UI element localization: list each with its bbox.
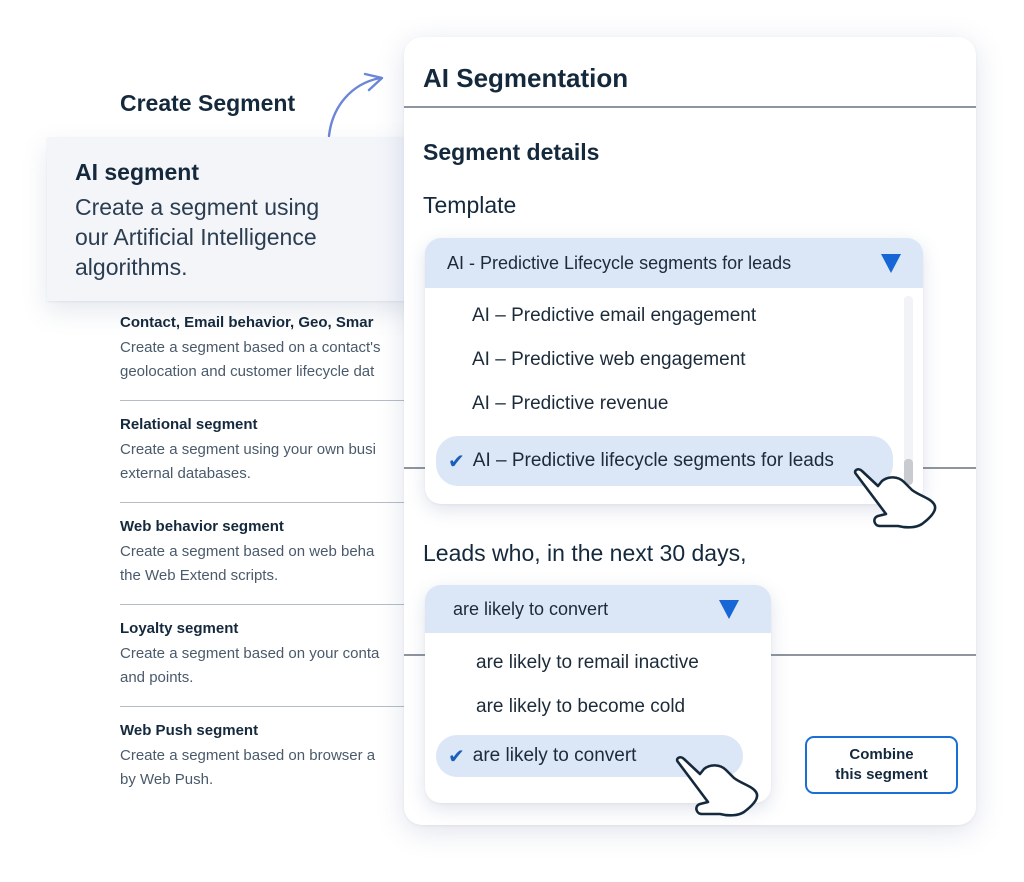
ai-segment-title: AI segment: [75, 159, 199, 185]
button-label-line2: this segment: [835, 766, 928, 783]
ai-segment-description: Create a segment using our Artificial In…: [75, 194, 320, 280]
template-option[interactable]: AI – Predictive web engagement: [425, 338, 923, 382]
segment-option-desc: Create a segment based on your conta: [120, 645, 380, 662]
header-divider: [404, 106, 976, 108]
scrollbar-thumb[interactable]: [904, 459, 913, 485]
template-option[interactable]: AI – Predictive email engagement: [425, 294, 923, 338]
option-label: AI – Predictive revenue: [472, 393, 669, 414]
segment-type-list: Contact, Email behavior, Geo, Smar Creat…: [120, 313, 415, 822]
segment-option-desc: by Web Push.: [120, 771, 214, 788]
segment-option-web-behavior[interactable]: Web behavior segment Create a segment ba…: [120, 517, 415, 605]
dialog-title: AI Segmentation: [423, 63, 629, 93]
template-label: Template: [423, 192, 517, 218]
check-icon: ✔: [448, 745, 465, 768]
ai-segment-card[interactable]: AI segment Create a segment using our Ar…: [47, 137, 427, 301]
segment-option-desc: external databases.: [120, 465, 251, 482]
option-label: are likely to remail inactive: [476, 652, 699, 673]
caret-down-icon[interactable]: [719, 599, 739, 619]
condition-dropdown[interactable]: are likely to convert are likely to rema…: [425, 585, 771, 803]
section-title: Segment details: [423, 139, 600, 165]
segment-option-desc: and points.: [120, 669, 194, 686]
segment-option-desc: Create a segment based on web beha: [120, 543, 375, 560]
template-options-list: AI – Predictive email engagement AI – Pr…: [425, 294, 923, 486]
segment-option-loyalty[interactable]: Loyalty segment Create a segment based o…: [120, 619, 415, 707]
segment-option-web-push[interactable]: Web Push segment Create a segment based …: [120, 721, 415, 808]
segment-option-desc: Create a segment based on browser a: [120, 747, 376, 764]
template-dropdown[interactable]: AI - Predictive Lifecycle segments for l…: [425, 238, 923, 504]
curved-arrow-icon: [327, 72, 384, 138]
segment-option-title: Web Push segment: [120, 722, 259, 739]
combine-segment-button[interactable]: Combine this segment: [805, 736, 958, 794]
template-option[interactable]: AI – Predictive revenue: [425, 382, 923, 426]
template-selected-value: AI - Predictive Lifecycle segments for l…: [447, 252, 792, 273]
ai-segmentation-dialog: AI Segmentation Segment details Template…: [404, 37, 976, 825]
condition-option[interactable]: are likely to remail inactive: [425, 641, 771, 685]
segment-option-desc: Create a segment using your own busi: [120, 441, 376, 458]
segment-option-desc: the Web Extend scripts.: [120, 567, 279, 584]
segment-option-title: Contact, Email behavior, Geo, Smar: [120, 314, 374, 331]
option-label: are likely to convert: [472, 745, 637, 766]
segment-option-title: Loyalty segment: [120, 620, 239, 637]
option-label: are likely to become cold: [476, 696, 686, 717]
caret-down-icon[interactable]: [881, 253, 901, 273]
segment-option-title: Relational segment: [120, 416, 258, 433]
button-label-line1: Combine: [849, 746, 914, 763]
pointer-hand-icon: [675, 756, 759, 817]
condition-label: Leads who, in the next 30 days,: [423, 540, 747, 566]
template-option-selected[interactable]: ✔ AI – Predictive lifecycle segments for…: [436, 436, 893, 486]
segment-option-desc: Create a segment based on a contact's: [120, 339, 381, 356]
create-segment-title: Create Segment: [120, 90, 296, 116]
check-icon: ✔: [448, 450, 465, 473]
segment-option-relational[interactable]: Relational segment Create a segment usin…: [120, 415, 415, 503]
condition-selected-value: are likely to convert: [453, 598, 609, 619]
scrollbar-track[interactable]: [904, 296, 913, 472]
segment-option-contact[interactable]: Contact, Email behavior, Geo, Smar Creat…: [120, 313, 415, 401]
pointer-hand-icon: [853, 468, 937, 529]
template-dropdown-trigger[interactable]: AI - Predictive Lifecycle segments for l…: [425, 238, 923, 288]
condition-dropdown-trigger[interactable]: are likely to convert: [425, 585, 771, 633]
option-label: AI – Predictive web engagement: [472, 349, 746, 370]
condition-option[interactable]: are likely to become cold: [425, 685, 771, 729]
segment-option-title: Web behavior segment: [120, 518, 284, 535]
option-label: AI – Predictive lifecycle segments for l…: [472, 450, 834, 471]
segment-option-desc: geolocation and customer lifecycle dat: [120, 363, 375, 380]
option-label: AI – Predictive email engagement: [472, 305, 757, 326]
